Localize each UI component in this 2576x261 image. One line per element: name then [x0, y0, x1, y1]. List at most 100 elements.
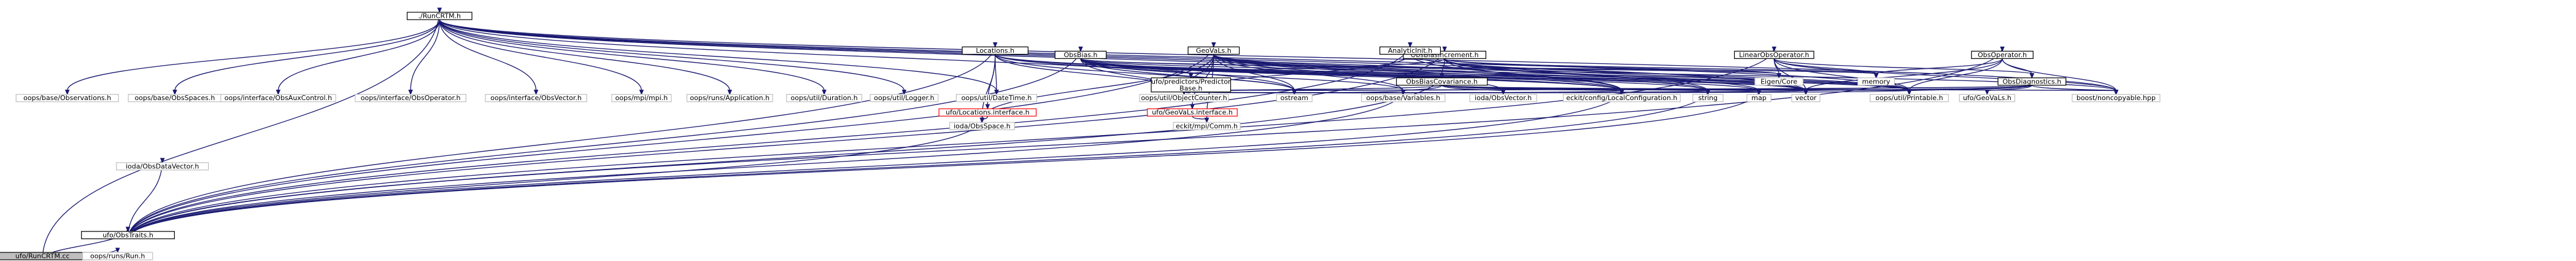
node-box	[1997, 77, 2067, 86]
node-eigen-core[interactable]: Eigen/Core	[1754, 77, 1803, 86]
edge-n3-n21	[439, 19, 537, 91]
node-linearobsoperator-h[interactable]: LinearObsOperator.h	[1733, 50, 1814, 59]
node-obsbiascovariance-h[interactable]: ObsBiasCovariance.h	[1396, 77, 1488, 86]
edge-arrowhead	[1442, 46, 1447, 52]
edge-arrowhead	[822, 90, 827, 95]
node-ioda-obsvector-h[interactable]: ioda/ObsVector.h	[1469, 94, 1537, 103]
node-label: oops/mpi/mpi.h	[615, 94, 668, 102]
node-ioda-obsspace-h[interactable]: ioda/ObsSpace.h	[949, 122, 1015, 130]
node-obsoperator-h[interactable]: ObsOperator.h	[1971, 50, 2034, 59]
node-box	[1971, 50, 2034, 59]
node-label: LinearObsOperator.h	[1739, 51, 1809, 59]
edge-arrowhead	[1873, 73, 1879, 79]
node-oops-util-objectcounter-h[interactable]: oops/util/ObjectCounter.h	[1139, 94, 1229, 103]
node-oops-interface-obsvector-h[interactable]: oops/interface/ObsVector.h	[485, 94, 587, 103]
node-box	[1054, 50, 1107, 59]
node-locations-h[interactable]: Locations.h	[962, 46, 1028, 55]
node-label: eckit/config/LocalConfiguration.h	[1566, 94, 1677, 102]
node-box	[1379, 46, 1441, 55]
edge-n6-n13	[1444, 58, 1877, 75]
edge-n3-n26	[439, 19, 997, 91]
node-oops-util-datetime-h[interactable]: oops/util/DateTime.h	[955, 94, 1038, 103]
node-runcrtm-h[interactable]: ./RunCRTM.h	[406, 12, 472, 20]
edge-arrowhead	[1078, 46, 1083, 52]
node-oops-interface-obsoperator-h[interactable]: oops/interface/ObsOperator.h	[355, 94, 466, 103]
node-ufo-geovals-h[interactable]: ufo/GeoVaLs.h	[1959, 94, 2016, 103]
node-label: ObsBiasCovariance.h	[1406, 77, 1478, 85]
edge-n3-n24	[439, 19, 825, 91]
node-label: oops/util/ObjectCounter.h	[1141, 94, 1227, 102]
edge-arrowhead	[1772, 46, 1776, 52]
edge-arrowhead	[1776, 73, 1781, 79]
node-map[interactable]: map	[1746, 94, 1772, 103]
node-label: oops/interface/ObsAuxControl.h	[225, 94, 332, 102]
edge-n2-n40	[127, 119, 983, 239]
edge-n8-n37	[1908, 58, 2003, 91]
node-label: oops/interface/ObsOperator.h	[361, 94, 461, 102]
node-oops-base-variables-h[interactable]: oops/base/Variables.h	[1361, 94, 1446, 103]
node-ioda-obsdatavector-h[interactable]: ioda/ObsDataVector.h	[116, 162, 209, 171]
edge-arrowhead	[979, 117, 985, 123]
edge-arrowhead	[533, 90, 539, 95]
edge-n11-n29	[1294, 85, 2033, 92]
node-vector[interactable]: vector	[1791, 94, 1821, 103]
edge-n2-n31	[127, 90, 1404, 239]
node-string[interactable]: string	[1692, 94, 1724, 103]
edge-n2-n4	[127, 158, 163, 239]
node-obsdiagnostics-h[interactable]: ObsDiagnostics.h	[1997, 77, 2067, 86]
node-label: oops/interface/ObsVector.h	[490, 94, 582, 102]
node-ufo-geovals-interface-h[interactable]: ufo/GeoVaLs.interface.h	[1147, 108, 1238, 117]
edge-arrowhead	[1401, 90, 1406, 95]
node-oops-mpi-mpi-h[interactable]: oops/mpi/mpi.h	[611, 94, 672, 103]
node-label: Eigen/Core	[1760, 77, 1797, 85]
edge-n3-n17	[67, 19, 440, 91]
edge-arrowhead	[115, 247, 120, 254]
node-oops-base-obsspaces-h[interactable]: oops/base/ObsSpaces.h	[128, 94, 222, 103]
edge-n11-n36	[1805, 85, 2033, 92]
node-boost-noncopyable-hpp[interactable]: boost/noncopyable.hpp	[2072, 94, 2161, 103]
edge-arrowhead	[727, 90, 733, 95]
node-label: ufo/GeoVaLs.h	[1963, 94, 2011, 102]
edge-arrowhead	[1500, 90, 1506, 95]
node-ufo-locations-interface-h[interactable]: ufo/Locations.interface.h	[938, 108, 1037, 117]
node-box	[116, 162, 209, 171]
node-label: ioda/ObsSpace.h	[954, 122, 1011, 130]
edge-n8-n13	[1875, 58, 2003, 75]
node-box	[1276, 94, 1313, 103]
node-box	[485, 94, 587, 103]
node-label: ioda/ObsDataVector.h	[126, 162, 199, 170]
node-oops-base-observations-h[interactable]: oops/base/Observations.h	[15, 94, 119, 103]
node-eckit-config-localconfiguration-h[interactable]: eckit/config/LocalConfiguration.h	[1562, 94, 1681, 103]
node-label: Locations.h	[976, 47, 1014, 55]
node-label: oops/util/Printable.h	[1875, 94, 1943, 102]
node-oops-runs-run-h[interactable]: oops/runs/Run.h	[82, 252, 153, 260]
node-oops-runs-application-h[interactable]: oops/runs/Application.h	[686, 94, 773, 103]
edge-n11-n38	[2031, 85, 2117, 92]
node-eckit-mpi-comm-h[interactable]: eckit/mpi/Comm.h	[1173, 122, 1241, 130]
edge-n7-n37	[1773, 58, 1910, 91]
node-box	[1562, 94, 1681, 103]
edge-n8-n36	[1805, 58, 2003, 91]
node-box	[1869, 94, 1949, 103]
node-label: oops/base/Observations.h	[23, 94, 111, 102]
node-box	[1469, 94, 1537, 103]
node-obsbias-h[interactable]: ObsBias.h	[1054, 50, 1107, 59]
edge-arrowhead	[64, 90, 70, 95]
dependency-edges	[42, 7, 2119, 260]
node-label: string	[1699, 94, 1718, 102]
node-analyticinit-h[interactable]: AnalyticInit.h	[1379, 46, 1441, 55]
node-oops-util-printable-h[interactable]: oops/util/Printable.h	[1869, 94, 1949, 103]
edge-n2-n5	[127, 47, 1081, 239]
node-oops-util-logger-h[interactable]: oops/util/Logger.h	[870, 94, 939, 103]
node-oops-util-duration-h[interactable]: oops/util/Duration.h	[786, 94, 863, 103]
node-ufo-runcrtm-cc[interactable]: ufo/RunCRTM.cc	[0, 252, 94, 260]
edge-n2-n10	[127, 74, 1443, 239]
edge-arrowhead	[2000, 46, 2005, 52]
edge-n3-n18	[174, 19, 440, 91]
node-ostream[interactable]: ostream	[1276, 94, 1313, 103]
node-geovals-h[interactable]: GeoVaLs.h	[1187, 46, 1240, 55]
node-oops-interface-obsauxcontrol-h[interactable]: oops/interface/ObsAuxControl.h	[220, 94, 336, 103]
node-ufo-obstraits-h[interactable]: ufo/ObsTraits.h	[81, 231, 175, 240]
node-memory[interactable]: memory	[1857, 77, 1895, 86]
